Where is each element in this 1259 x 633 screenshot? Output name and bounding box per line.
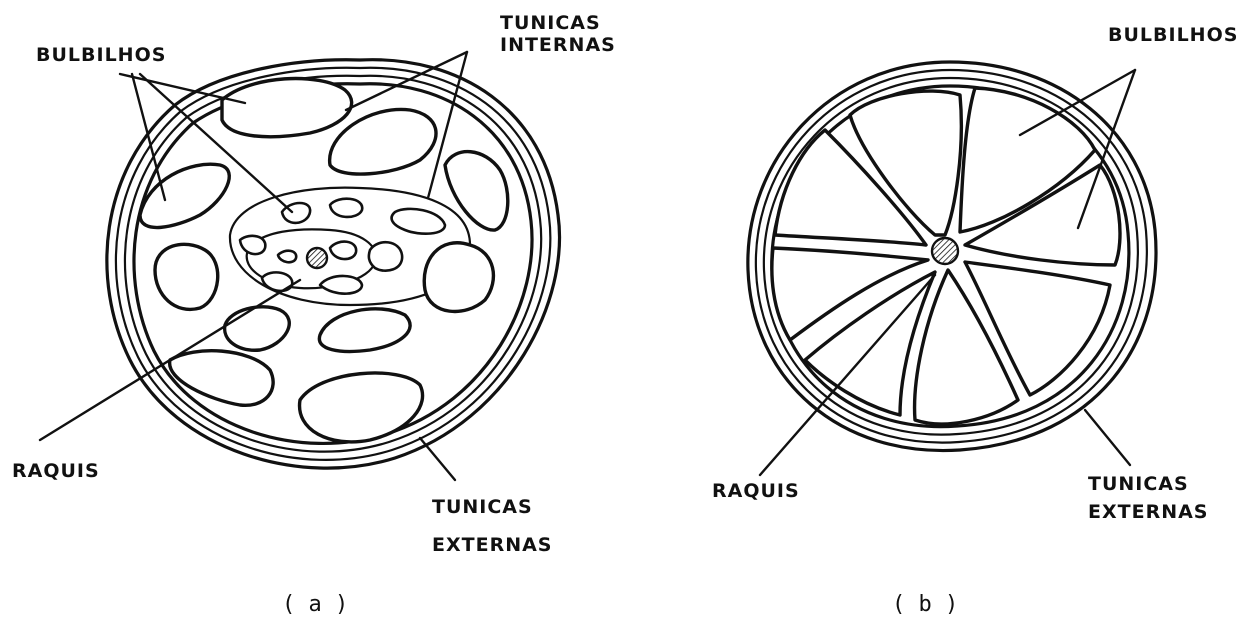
panel-a-inner-bulbils [240,199,445,294]
panel-a-raquis-core [307,248,327,268]
panel-b-label-raquis: RAQUIS [712,480,800,502]
panel-b-raquis-core [932,238,958,264]
panel-b-label-tunicas-externas: TUNICAS EXTERNAS [1088,470,1209,526]
panel-b-diagram [748,62,1156,475]
panel-a-caption: ( a ) [282,592,348,617]
panel-b-label-bulbilhos: BULBILHOS [1108,24,1238,46]
panel-a-label-raquis: RAQUIS [12,460,100,482]
panel-a-label-bulbilhos: BULBILHOS [36,44,166,66]
panel-a-label-tunicas-externas: TUNICAS EXTERNAS [432,488,553,564]
panel-a-label-tunicas-internas: TUNICAS INTERNAS [500,12,616,56]
panel-a-diagram [40,52,560,480]
panel-b-caption: ( b ) [892,592,958,617]
